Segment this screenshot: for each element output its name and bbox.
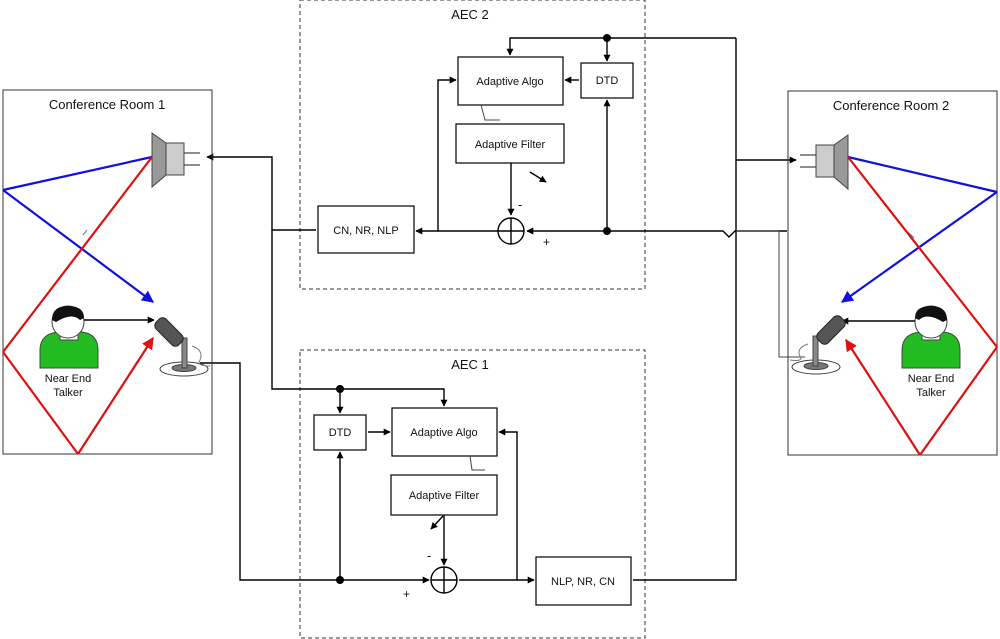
room1-talker-icon (39, 305, 99, 369)
aec2-boundary (299, 0, 646, 290)
aec2-dtd-label: DTD (596, 75, 619, 87)
aec1-plus-sign: + (403, 587, 410, 601)
aec2-post-processing-label: CN, NR, NLP (333, 225, 398, 237)
aec2-adaptive-algo-label: Adaptive Algo (476, 76, 543, 88)
aec1-post-processing-box (535, 556, 632, 606)
room1-boundary (2, 89, 213, 455)
aec1-boundary (299, 349, 646, 639)
room2-title: Conference Room 2 (833, 98, 949, 113)
aec2-summing-junction (497, 217, 525, 245)
room2-talker-label-line2: Talker (916, 387, 946, 399)
room1-title: Conference Room 1 (49, 97, 165, 112)
room1-talker-label-line1: Near End (45, 373, 91, 385)
aec2-dtd-box (580, 62, 634, 99)
aec2-adaptive-filter-label: Adaptive Filter (475, 139, 546, 151)
conference-room-2: Conference Room 2 Near End Talker (787, 90, 998, 456)
aec2-post-processing-box (317, 205, 415, 254)
aec1-title: AEC 1 (451, 357, 489, 372)
room1-microphone-icon (154, 317, 211, 377)
aec1-adaptive-filter-label: Adaptive Filter (409, 490, 480, 502)
room2-speaker-icon (800, 134, 849, 191)
room2-talker-icon (901, 305, 961, 369)
aec2-adaptive-algo-box (457, 56, 564, 106)
aec2-plus-sign: + (543, 235, 550, 249)
aec1-minus-sign: - (427, 548, 431, 563)
aec2-block: AEC 2 Adaptive Algo DTD Adaptive Filter … (299, 0, 787, 290)
aec1-adaptive-algo-label: Adaptive Algo (410, 427, 477, 439)
aec1-adaptive-filter-box (390, 474, 498, 516)
room2-boundary (787, 90, 998, 456)
room2-microphone-icon (789, 315, 846, 375)
aec1-dtd-box (313, 414, 367, 451)
aec2-minus-sign: - (518, 197, 522, 212)
room1-talker-label-line2: Talker (53, 387, 83, 399)
aec1-summing-junction (430, 566, 458, 594)
conference-room-1: Conference Room 1 Near End Talker (2, 89, 213, 455)
room1-speaker-icon (151, 132, 200, 189)
aec1-post-processing-label: NLP, NR, CN (551, 576, 615, 588)
aec1-block: AEC 1 Adaptive Algo DTD Adaptive Filter … (200, 38, 737, 639)
room2-talker-label-line1: Near End (908, 373, 954, 385)
aec2-adaptive-filter-box (455, 123, 565, 164)
aec2-title: AEC 2 (451, 7, 489, 22)
aec1-adaptive-algo-box (391, 407, 498, 457)
aec1-dtd-label: DTD (329, 427, 352, 439)
